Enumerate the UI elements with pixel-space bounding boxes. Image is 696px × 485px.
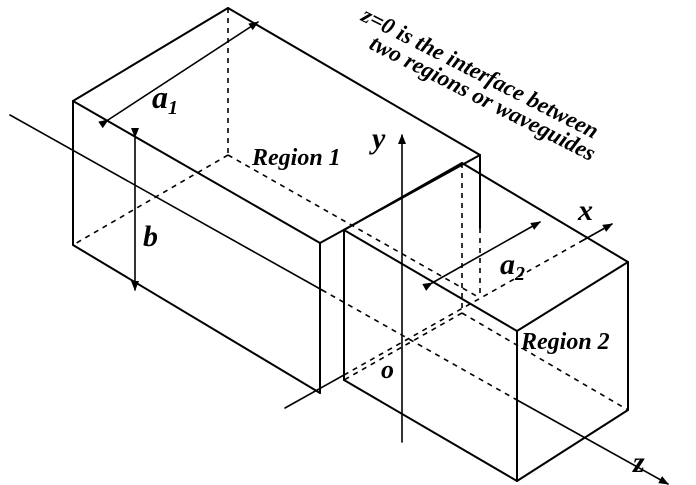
x-axis-hidden-segment xyxy=(343,241,581,376)
a1-label: a1 xyxy=(152,79,178,119)
dimension-a1 xyxy=(98,21,259,129)
dimension-a2 xyxy=(422,221,541,291)
region-1-label: Region 1 xyxy=(251,145,341,171)
x-axis-rear-segment xyxy=(284,374,345,409)
interface-note-line-2: two regions or waveguides xyxy=(366,30,600,166)
origin-label: o xyxy=(381,355,394,384)
region-2-label: Region 2 xyxy=(520,329,610,355)
z-axis-rear-segment xyxy=(9,114,323,291)
z-axis-hidden-segment xyxy=(321,289,518,401)
a2-label: a2 xyxy=(500,248,525,285)
x-axis-label: x xyxy=(577,194,593,227)
y-axis-label: y xyxy=(369,122,386,155)
z-axis-label: z xyxy=(632,446,645,479)
axes xyxy=(9,114,669,485)
z-axis-front-segment xyxy=(516,399,669,485)
b-label: b xyxy=(143,220,158,253)
interface-note-line-1: z=0 is the interface between xyxy=(357,2,603,144)
x-axis-front-segment xyxy=(579,223,613,243)
